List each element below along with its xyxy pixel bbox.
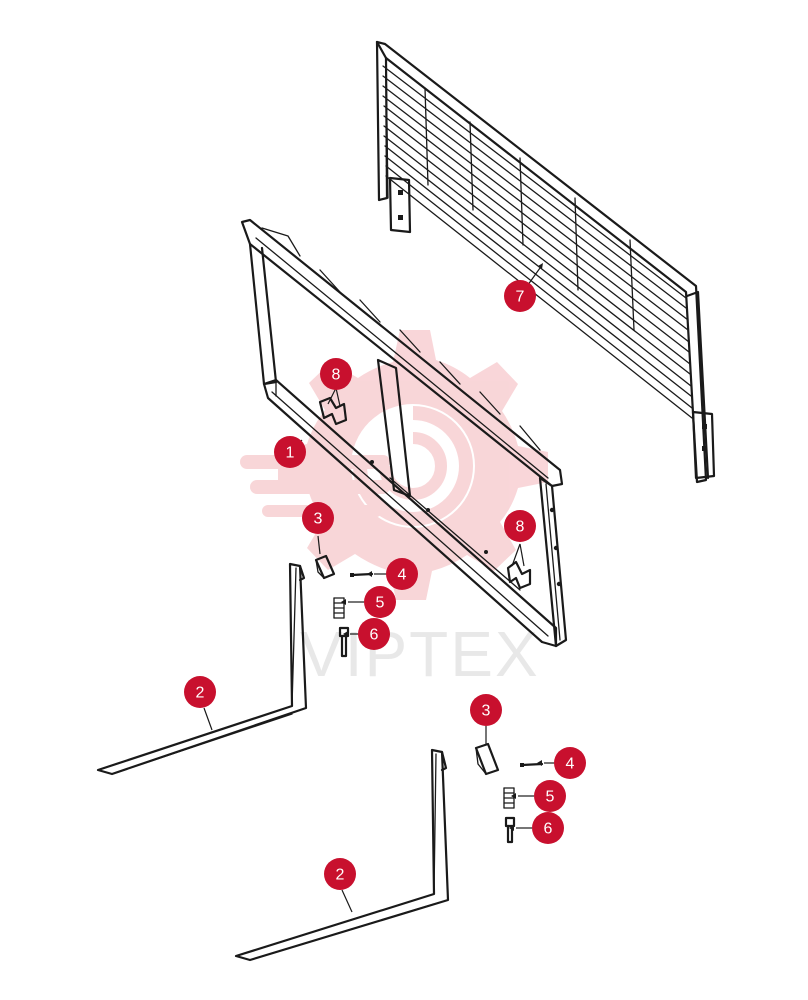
callout-c3a: 3 [302, 502, 334, 534]
watermark-gear-hole [351, 404, 475, 528]
callout-circle [532, 812, 564, 844]
callout-c6a: 6 [358, 618, 390, 650]
watermark-bar-2 [250, 480, 390, 494]
callout-number: 4 [566, 756, 575, 773]
callout-circle [302, 502, 334, 534]
callout-number: 6 [544, 821, 553, 838]
callout-c7: 7 [504, 280, 536, 312]
callout-c3b: 3 [470, 694, 502, 726]
callout-c8b: 8 [504, 510, 536, 542]
callout-number: 7 [516, 289, 525, 306]
callout-c5b: 5 [534, 780, 566, 812]
callout-circle [274, 436, 306, 468]
callout-number: 4 [398, 567, 407, 584]
callout-number: 1 [286, 445, 295, 462]
part-2-fork-upper [96, 562, 308, 776]
part-3-lock-block-a [314, 554, 336, 580]
callout-number: 3 [482, 703, 491, 720]
callout-circle [554, 747, 586, 779]
callout-number: 8 [332, 367, 341, 384]
callout-number: 8 [516, 519, 525, 536]
part-4-pin-b [520, 762, 544, 767]
watermark-arc-1 [353, 406, 473, 526]
callout-number: 5 [376, 595, 385, 612]
callout-number: 6 [370, 627, 379, 644]
callout-c4a: 4 [386, 558, 418, 590]
part-3-lock-block-b [474, 742, 500, 776]
callout-circle [504, 510, 536, 542]
part-5-spring-b [503, 787, 515, 809]
watermark-text: VIPTEX [300, 618, 540, 690]
callout-c2a: 2 [184, 676, 216, 708]
callout-c4b: 4 [554, 747, 586, 779]
callout-circle [364, 586, 396, 618]
callout-number: 3 [314, 511, 323, 528]
callout-circle [358, 618, 390, 650]
callout-circle [534, 780, 566, 812]
callout-circle [470, 694, 502, 726]
part-7-backrest-grille [375, 40, 716, 484]
callout-circle [504, 280, 536, 312]
callout-number: 2 [336, 867, 345, 884]
callout-c6b: 6 [532, 812, 564, 844]
watermark-gear-logo [240, 330, 548, 600]
part-8-clip-left [318, 396, 348, 426]
callout-c1: 1 [274, 436, 306, 468]
part-5-spring-a [333, 597, 345, 619]
part-8-clip-right [506, 560, 532, 590]
callout-circle [324, 858, 356, 890]
callout-circle [320, 358, 352, 390]
callout-c5a: 5 [364, 586, 396, 618]
callout-circle [184, 676, 216, 708]
callout-c2b: 2 [324, 858, 356, 890]
callout-number: 2 [196, 685, 205, 702]
watermark: VIPTEX [240, 330, 548, 690]
part-2-fork-lower [234, 748, 450, 962]
callout-c8a: 8 [320, 358, 352, 390]
callout-circle [386, 558, 418, 590]
part-1-carriage-frame [240, 218, 568, 648]
callout-number: 5 [546, 789, 555, 806]
